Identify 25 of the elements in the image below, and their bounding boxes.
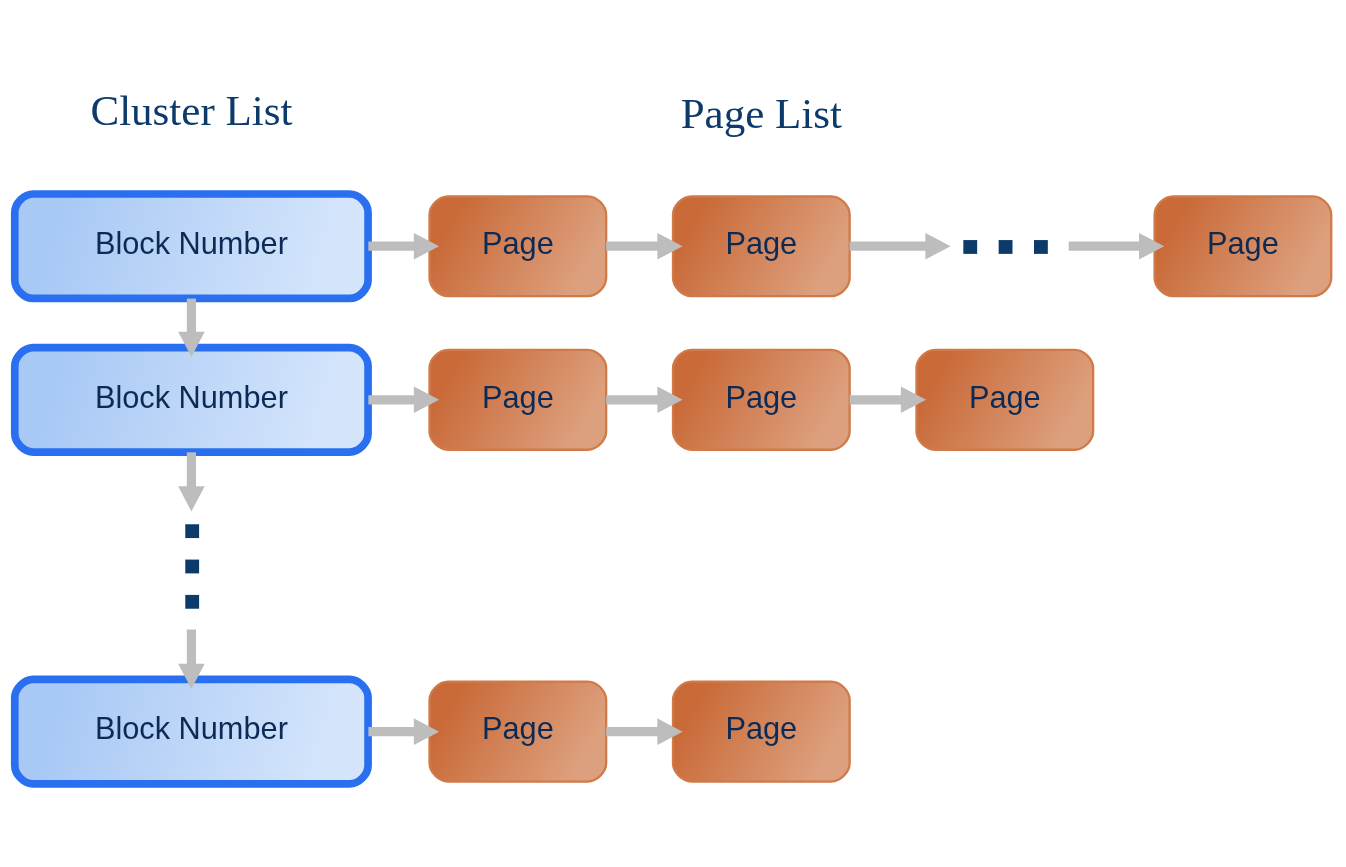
- arrow: [849, 386, 927, 413]
- node-box: Block Number: [10, 675, 372, 788]
- node-box: Page: [1153, 194, 1333, 297]
- label: Cluster List: [90, 86, 293, 134]
- arrow: [606, 717, 683, 745]
- arrow: [368, 717, 440, 745]
- arrow: [178, 298, 205, 357]
- arrow: [606, 232, 683, 259]
- arrow: [606, 386, 683, 413]
- arrow: [849, 232, 951, 259]
- node-box: Page: [428, 194, 608, 297]
- arrow: [178, 451, 205, 511]
- label: Page List: [680, 89, 842, 137]
- node-box: Page: [428, 680, 608, 783]
- node-box: Page: [671, 194, 851, 297]
- arrow: [368, 386, 440, 413]
- arrow: [368, 232, 440, 259]
- node-box: Block Number: [10, 343, 372, 456]
- node-box: Page: [671, 348, 851, 451]
- arrow: [1068, 232, 1165, 259]
- node-box: Page: [671, 680, 851, 783]
- node-box: Block Number: [10, 189, 372, 302]
- arrow: [178, 629, 205, 689]
- node-box: Page: [428, 348, 608, 451]
- node-box: Page: [915, 348, 1095, 451]
